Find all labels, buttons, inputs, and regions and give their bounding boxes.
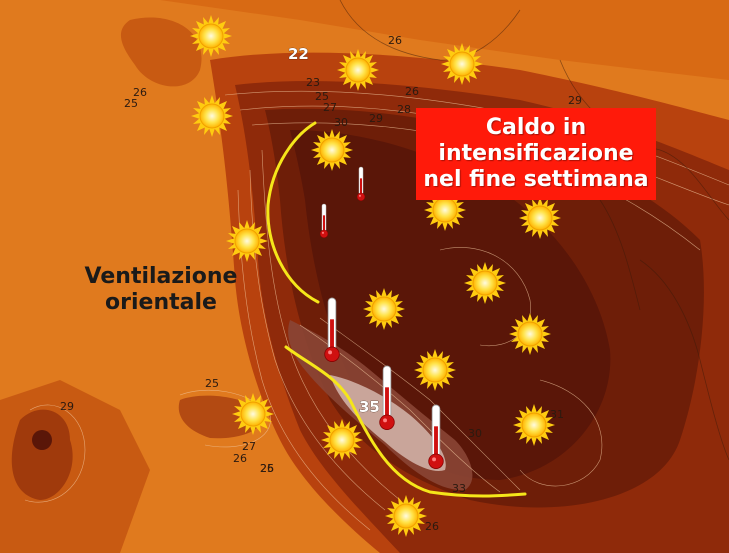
isotherm-label: 26 bbox=[133, 86, 147, 99]
sun-icon bbox=[190, 94, 234, 138]
isotherm-label: 28 bbox=[397, 103, 411, 116]
isotherm-label: 25 bbox=[205, 377, 219, 390]
sun-icon bbox=[440, 42, 484, 86]
isotherm-label: 27 bbox=[242, 440, 256, 453]
sun-icon bbox=[508, 312, 552, 356]
isotherm-label: 25 bbox=[315, 90, 329, 103]
sun-icon bbox=[362, 287, 406, 331]
heat-front-line bbox=[284, 345, 527, 498]
isotherm-label: 26 bbox=[233, 452, 247, 465]
isotherm-label: 26 bbox=[260, 462, 274, 475]
temperature-label: 35 bbox=[359, 398, 380, 416]
isotherm-label: 30 bbox=[468, 427, 482, 440]
sun-icon bbox=[463, 261, 507, 305]
isotherm-label: 29 bbox=[369, 112, 383, 125]
isotherm-label: 31 bbox=[550, 408, 564, 421]
sun-icon bbox=[189, 14, 233, 58]
isotherm-label: 29 bbox=[60, 400, 74, 413]
headline-line: nel fine settimana bbox=[423, 167, 649, 192]
isotherm-label: 25 bbox=[124, 97, 138, 110]
headline-line: intensificazione bbox=[438, 141, 634, 166]
sun-icon bbox=[336, 48, 380, 92]
annotation-line: Ventilazione bbox=[84, 264, 238, 289]
isotherm-label: 26 bbox=[405, 85, 419, 98]
headline-banner: Caldo in intensificazione nel fine setti… bbox=[416, 108, 656, 200]
wind-annotation: Ventilazione orientale bbox=[76, 264, 246, 316]
heat-front-line bbox=[266, 121, 320, 304]
sun-icon bbox=[225, 219, 269, 263]
sun-icon bbox=[384, 494, 428, 538]
isotherm-label: 27 bbox=[323, 101, 337, 114]
sun-icon bbox=[320, 418, 364, 462]
headline-line: Caldo in bbox=[485, 115, 587, 140]
temperature-label: 22 bbox=[288, 45, 309, 63]
isotherm-label: 25 bbox=[260, 462, 274, 475]
isotherm-label: 33 bbox=[452, 482, 466, 495]
sun-icon bbox=[413, 348, 457, 392]
isotherm-label: 26 bbox=[425, 520, 439, 533]
isotherm-label: 29 bbox=[568, 94, 582, 107]
isotherm-label: 26 bbox=[388, 34, 402, 47]
sun-icon bbox=[518, 196, 562, 240]
isotherm-labels: 26 26 25 23 25 27 28 29 30 26 29 25 26 2… bbox=[60, 34, 582, 533]
sun-icon bbox=[231, 392, 275, 436]
isotherm-label: 23 bbox=[306, 76, 320, 89]
sun-icon bbox=[512, 403, 556, 447]
sun-icon bbox=[310, 128, 354, 172]
isotherm-label: 30 bbox=[334, 116, 348, 129]
annotation-line: orientale bbox=[105, 290, 217, 315]
